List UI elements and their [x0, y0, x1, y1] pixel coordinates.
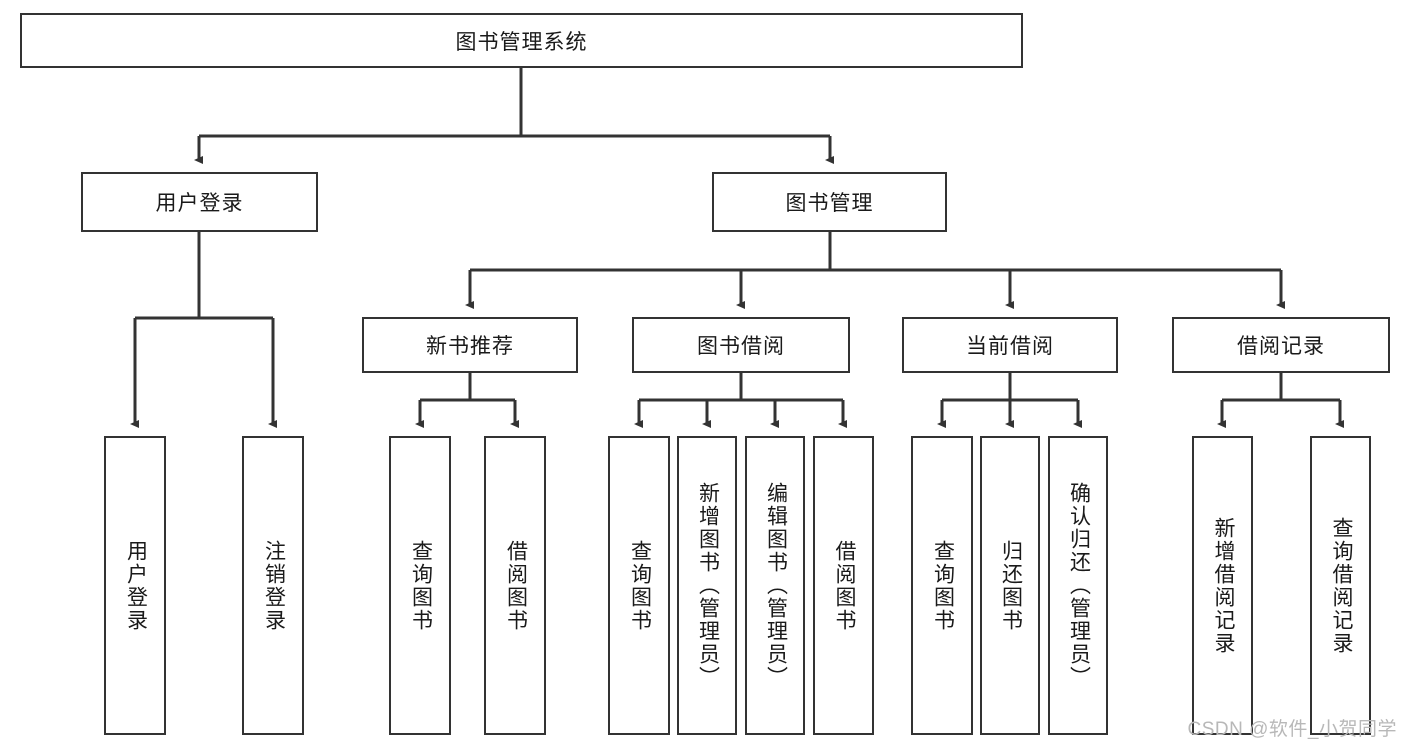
node-book-borrow[interactable]: 图书借阅 [632, 317, 850, 373]
node-new-book-rec-label: 新书推荐 [426, 335, 514, 358]
node-leaf-query-book-rec[interactable]: 查询图书 [389, 436, 451, 735]
node-leaf-return-book-label: 归还图书 [999, 539, 1023, 632]
node-leaf-borrow-book[interactable]: 借阅图书 [813, 436, 874, 735]
node-leaf-edit-book[interactable]: 编辑图书（管理员） [745, 436, 805, 735]
node-leaf-add-record-label: 新增借阅记录 [1211, 516, 1235, 655]
node-current-borrow[interactable]: 当前借阅 [902, 317, 1118, 373]
node-leaf-borrow-book-rec-label: 借阅图书 [504, 539, 528, 632]
node-book-manage-label: 图书管理 [785, 192, 874, 215]
node-leaf-user-login[interactable]: 用户登录 [104, 436, 166, 735]
node-leaf-add-book-label: 新增图书（管理员） [696, 482, 720, 689]
node-leaf-logout[interactable]: 注销登录 [242, 436, 304, 735]
node-leaf-confirm-return-label: 确认归还（管理员） [1067, 482, 1091, 689]
node-leaf-query-book-borrow[interactable]: 查询图书 [608, 436, 670, 735]
node-leaf-add-book[interactable]: 新增图书（管理员） [677, 436, 737, 735]
node-leaf-query-record[interactable]: 查询借阅记录 [1310, 436, 1371, 735]
node-leaf-edit-book-label: 编辑图书（管理员） [764, 482, 788, 689]
node-leaf-borrow-book-label: 借阅图书 [832, 539, 856, 632]
node-root-label: 图书管理系统 [455, 30, 588, 54]
node-root[interactable]: 图书管理系统 [20, 13, 1023, 68]
node-leaf-borrow-book-rec[interactable]: 借阅图书 [484, 436, 546, 735]
node-current-borrow-label: 当前借阅 [966, 335, 1054, 358]
node-user-login-label: 用户登录 [155, 192, 244, 215]
node-leaf-add-record[interactable]: 新增借阅记录 [1192, 436, 1253, 735]
node-leaf-query-book-rec-label: 查询图书 [409, 539, 433, 632]
node-leaf-confirm-return[interactable]: 确认归还（管理员） [1048, 436, 1108, 735]
node-leaf-return-book[interactable]: 归还图书 [980, 436, 1040, 735]
node-user-login[interactable]: 用户登录 [81, 172, 318, 232]
node-leaf-query-book-borrow-label: 查询图书 [628, 539, 652, 632]
node-book-manage[interactable]: 图书管理 [712, 172, 947, 232]
node-leaf-query-book-cur-label: 查询图书 [931, 539, 955, 632]
node-leaf-user-login-label: 用户登录 [124, 539, 148, 632]
node-book-borrow-label: 图书借阅 [697, 335, 785, 358]
node-leaf-query-book-cur[interactable]: 查询图书 [911, 436, 973, 735]
node-new-book-rec[interactable]: 新书推荐 [362, 317, 578, 373]
node-borrow-record-label: 借阅记录 [1237, 335, 1325, 358]
node-leaf-logout-label: 注销登录 [262, 539, 286, 632]
node-borrow-record[interactable]: 借阅记录 [1172, 317, 1390, 373]
node-leaf-query-record-label: 查询借阅记录 [1329, 516, 1353, 655]
